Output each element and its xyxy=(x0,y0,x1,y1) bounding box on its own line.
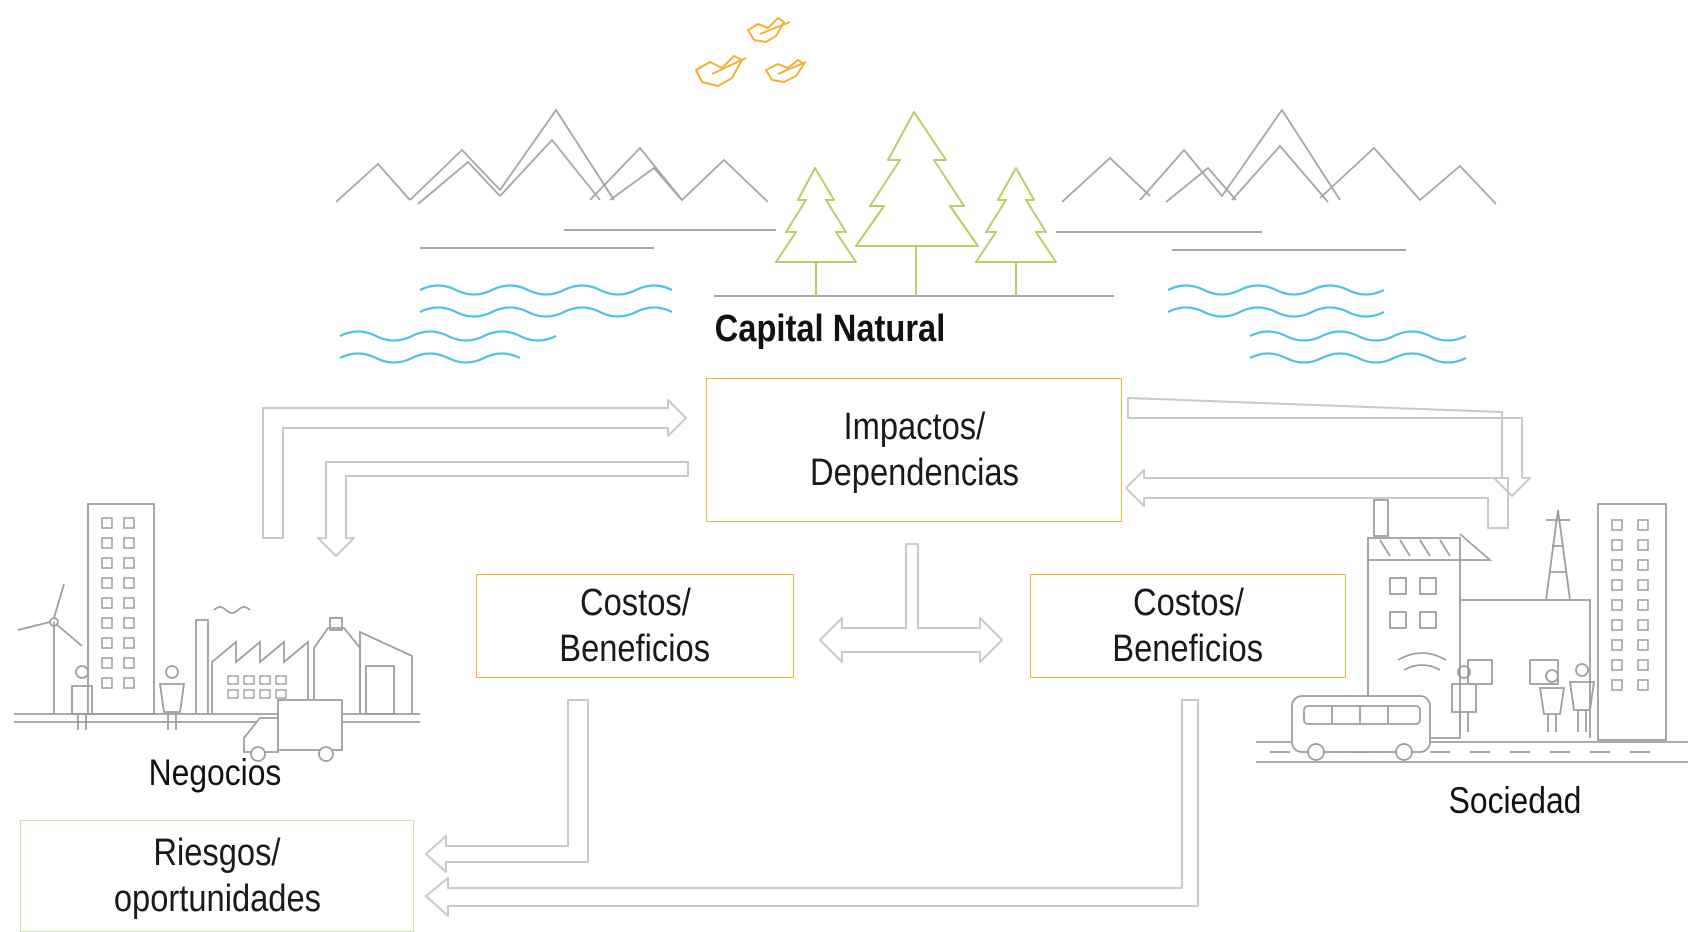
costs-right-line-1: Costos/ xyxy=(1132,582,1244,624)
business-city-icon xyxy=(14,503,420,762)
risks-opportunities-node: Riesgos/ oportunidades xyxy=(20,820,414,932)
water-waves-left-icon xyxy=(339,284,673,364)
arrow-society-to-impacts xyxy=(1125,469,1509,529)
mountains-right-icon xyxy=(1061,108,1497,205)
birds-icon xyxy=(695,17,807,87)
arrow-impacts-to-society xyxy=(1127,397,1531,497)
costs-right-line-2: Beneficios xyxy=(1112,628,1264,670)
horizon-lines xyxy=(420,229,1406,297)
society-city-icon xyxy=(1256,499,1688,763)
diagram-title: Capital Natural xyxy=(714,308,946,350)
pine-trees-icon xyxy=(775,111,1057,296)
water-waves-right-icon xyxy=(1167,284,1467,364)
arrow-business-to-impacts xyxy=(262,399,687,539)
impacts-dependencies-node: Impactos/ Dependencias xyxy=(706,378,1122,522)
arrow-costs-left-to-risks xyxy=(425,699,589,873)
impacts-line-2: Dependencias xyxy=(809,452,1019,494)
arrow-impacts-to-business xyxy=(317,461,689,557)
business-label: Negocios xyxy=(148,752,282,793)
risks-line-2: oportunidades xyxy=(113,878,321,920)
society-label: Sociedad xyxy=(1448,780,1582,821)
risks-line-1: Riesgos/ xyxy=(153,832,281,874)
impacts-line-1: Impactos/ xyxy=(843,406,985,448)
arrow-costs-right-to-risks xyxy=(425,699,1199,917)
flow-arrows xyxy=(262,397,1531,917)
costs-left-line-2: Beneficios xyxy=(559,628,711,670)
costs-left-line-1: Costos/ xyxy=(579,582,691,624)
costs-benefits-right-node: Costos/ Beneficios xyxy=(1030,574,1346,678)
mountains-left-icon xyxy=(335,108,769,205)
arrow-impacts-to-costs xyxy=(819,543,1003,663)
costs-benefits-left-node: Costos/ Beneficios xyxy=(476,574,794,678)
